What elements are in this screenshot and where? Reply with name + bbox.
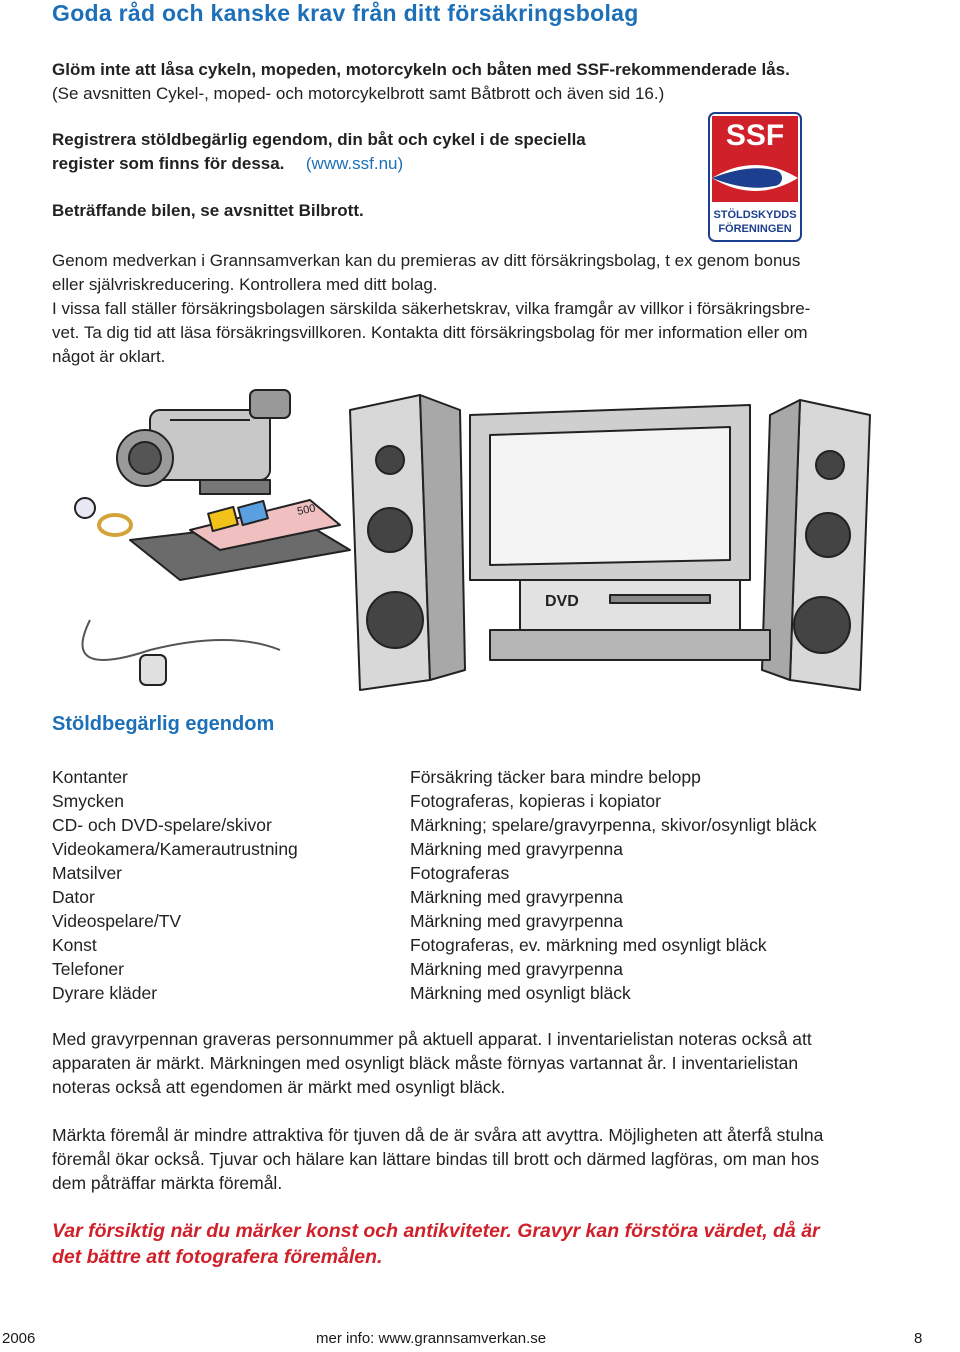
- ssf-logo-line-2: FÖRENINGEN: [718, 222, 791, 235]
- section-title: Stöldbegärlig egendom: [52, 713, 275, 735]
- list-item: Försäkring täcker bara mindre belopp: [410, 767, 701, 787]
- list-item: Smycken: [52, 791, 124, 811]
- car-advice: Beträffande bilen, se avsnittet Bilbrott…: [52, 201, 364, 220]
- property-item-list: Kontanter Smycken CD- och DVD-spelare/sk…: [52, 765, 298, 1005]
- para2-line-3: något är oklart.: [52, 347, 166, 366]
- video-camera-icon: [116, 389, 291, 495]
- register-advice: Registrera stöldbegärlig egendom, din bå…: [52, 128, 586, 176]
- engraving-paragraph: Med gravyrpennan graveras personnummer p…: [52, 1027, 812, 1099]
- left-speaker-icon: [349, 394, 466, 691]
- p3-line-1: Med gravyrpennan graveras personnummer p…: [52, 1029, 812, 1049]
- list-item: Kontanter: [52, 767, 128, 787]
- list-item: Konst: [52, 935, 97, 955]
- list-item: Märkning med gravyrpenna: [410, 839, 624, 859]
- banknote-label: 500: [296, 502, 316, 518]
- p3-line-2: apparaten är märkt. Märkningen med osynl…: [52, 1053, 799, 1073]
- lock-advice-line-1: Glöm inte att låsa cykeln, mopeden, moto…: [52, 60, 790, 79]
- list-item: Telefoner: [52, 959, 124, 979]
- list-item: CD- och DVD-spelare/skivor: [52, 815, 272, 835]
- warning-line-1: Var försiktig när du märker konst och an…: [52, 1220, 820, 1242]
- paragraph-grannsamverkan: Genom medverkan i Grannsamverkan kan du …: [52, 249, 922, 369]
- ssf-link[interactable]: (www.ssf.nu): [305, 154, 404, 173]
- p4-line-1: Märkta föremål är mindre attraktiva för …: [52, 1125, 824, 1145]
- dvd-label: DVD: [545, 593, 579, 610]
- para2-line-1: I vissa fall ställer försäkringsbolagen …: [52, 299, 811, 318]
- p4-line-2: föremål ökar också. Tjuvar och hälare ka…: [52, 1149, 820, 1169]
- tv-icon: [469, 404, 751, 641]
- ssf-logo: SSF STÖLDSKYDDS FÖRENINGEN: [708, 112, 802, 242]
- footer-year: 2006: [2, 1330, 36, 1347]
- warning-text: Var försiktig när du märker konst och an…: [52, 1218, 912, 1270]
- list-item: Märkning med gravyrpenna: [410, 959, 624, 979]
- para1-line-1: Genom medverkan i Grannsamverkan kan du …: [52, 251, 801, 270]
- register-line-2-text: register som finns för dessa.: [52, 154, 285, 173]
- list-item: Märkning med gravyrpenna: [410, 887, 624, 907]
- para1-line-2: eller självriskreducering. Kontrollera m…: [52, 275, 438, 294]
- list-item: Märkning med osynligt bläck: [410, 983, 631, 1003]
- list-item: Fotograferas, kopieras i kopiator: [410, 791, 661, 811]
- p4-line-3: dem påträffar märkta föremål.: [52, 1173, 283, 1193]
- right-speaker-icon: [761, 399, 871, 691]
- dvd-player-icon: DVD: [489, 579, 771, 661]
- valuables-illustration: 500 DVD: [74, 389, 871, 691]
- list-item: Fotograferas: [410, 863, 510, 883]
- list-item: Videokamera/Kamerautrustning: [52, 839, 298, 859]
- list-item: Dator: [52, 887, 95, 907]
- list-item: Märkning; spelare/gravyrpenna, skivor/os…: [410, 815, 817, 835]
- ssf-logo-line-1: STÖLDSKYDDS: [713, 208, 796, 221]
- lock-advice: Glöm inte att låsa cykeln, mopeden, moto…: [52, 58, 790, 106]
- ring-icon: [74, 497, 133, 537]
- ssf-logo-text: SSF: [726, 119, 784, 152]
- register-line-1: Registrera stöldbegärlig egendom, din bå…: [52, 130, 586, 149]
- page-number: 8: [914, 1330, 923, 1347]
- warning-line-2: det bättre att fotografera föremålen.: [52, 1246, 383, 1268]
- protection-measure-list: Försäkring täcker bara mindre belopp Fot…: [410, 765, 817, 1005]
- list-item: Dyrare kläder: [52, 983, 158, 1003]
- register-line-2: register som finns för dessa. (www.ssf.n…: [52, 152, 586, 176]
- wallet-icon: 500: [129, 499, 351, 581]
- list-item: Märkning med gravyrpenna: [410, 911, 624, 931]
- list-item: Videospelare/TV: [52, 911, 182, 931]
- lock-advice-line-2: (Se avsnitten Cykel-, moped- och motorcy…: [52, 84, 665, 103]
- list-item: Fotograferas, ev. märkning med osynligt …: [410, 935, 767, 955]
- marked-items-paragraph: Märkta föremål är mindre attraktiva för …: [52, 1123, 823, 1195]
- para2-line-2: vet. Ta dig tid att läsa försäkringsvill…: [52, 323, 808, 342]
- p3-line-3: noteras också att egendomen är märkt med…: [52, 1077, 506, 1097]
- necklace-icon: [81, 619, 281, 686]
- footer-info-link[interactable]: mer info: www.grannsamverkan.se: [316, 1330, 547, 1347]
- list-item: Matsilver: [52, 863, 123, 883]
- page-title: Goda råd och kanske krav från ditt försä…: [52, 0, 639, 26]
